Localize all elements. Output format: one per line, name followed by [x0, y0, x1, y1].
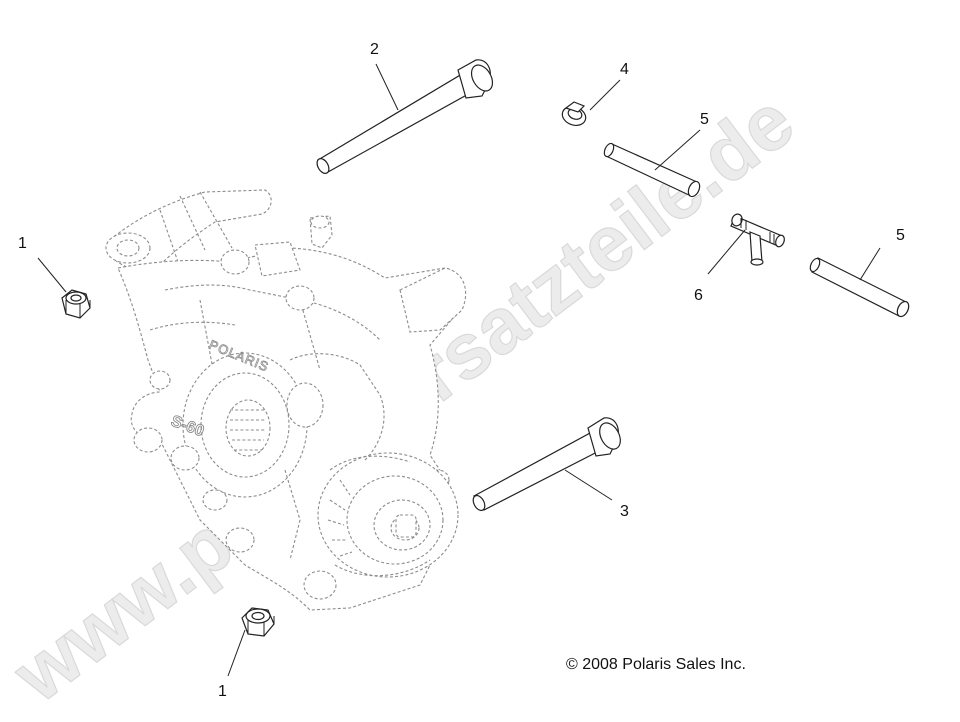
- leader-lines: [37, 63, 881, 677]
- callout-tee-fitting: 6: [694, 287, 703, 304]
- callout-hose-upper: 5: [700, 111, 709, 128]
- callout-hose-right: 5: [896, 227, 905, 244]
- gearcase-housing: POLARIS S-60: [105, 189, 467, 611]
- hose-upper: [603, 142, 701, 198]
- callout-nut-upper: 1: [18, 235, 27, 252]
- tee-fitting: [730, 213, 785, 266]
- callout-hose-clamp: 4: [620, 61, 629, 78]
- hose-clamp: [561, 101, 587, 127]
- short-bolt: [472, 417, 621, 512]
- hose-right: [809, 257, 910, 318]
- nut-upper: [61, 289, 91, 319]
- nut-lower: [241, 607, 275, 637]
- long-bolt: [316, 59, 494, 174]
- callout-nut-lower: 1: [218, 683, 227, 700]
- copyright-notice: © 2008 Polaris Sales Inc.: [566, 656, 746, 673]
- callout-short-bolt: 3: [620, 503, 629, 520]
- callout-long-bolt: 2: [370, 41, 379, 58]
